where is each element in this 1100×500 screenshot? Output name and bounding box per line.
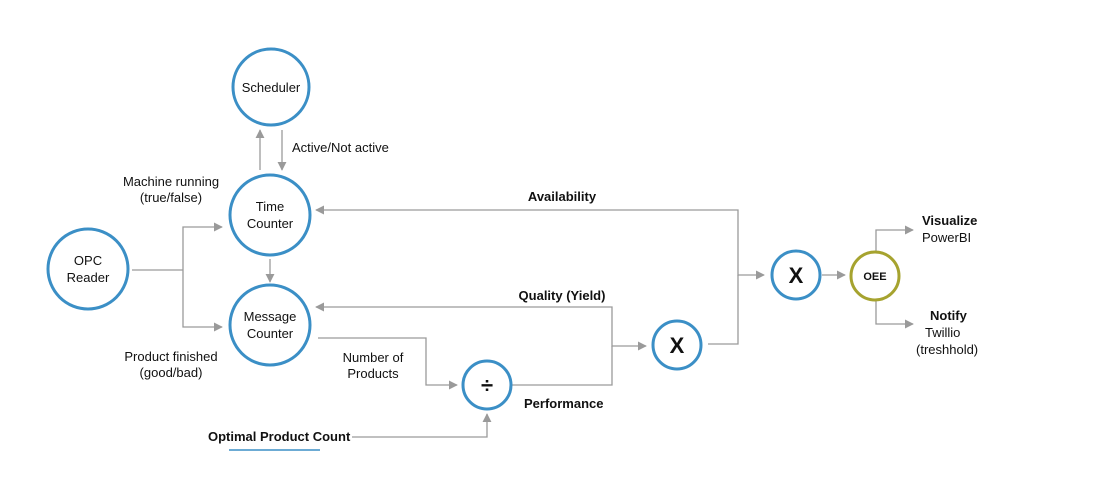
- edge-oee-to-visualize: [875, 225, 914, 252]
- node-oee[interactable]: OEE: [849, 250, 901, 302]
- node-opc-reader[interactable]: OPC Reader: [46, 227, 130, 311]
- edge-quality: [315, 302, 647, 351]
- node-multiply-availability[interactable]: X: [770, 249, 822, 301]
- edge-optimal-count: [352, 413, 492, 438]
- time-counter-label-line2: Counter: [247, 216, 294, 231]
- number-of-products-label-line1: Number of: [343, 350, 404, 365]
- message-counter-label-line1: Message: [244, 309, 297, 324]
- multiply-icon: X: [789, 263, 804, 288]
- edge-x2-to-x1: [708, 275, 739, 345]
- threshold-label: (treshhold): [916, 342, 978, 357]
- divide-icon: ÷: [481, 373, 493, 398]
- product-finished-label-line1: Product finished: [124, 349, 217, 364]
- visualize-label: Visualize: [922, 213, 977, 228]
- labels: Machine running (true/false) Product fin…: [123, 140, 978, 451]
- time-counter-label-line1: Time: [256, 199, 284, 214]
- active-not-active-label: Active/Not active: [292, 140, 389, 155]
- edge-number-of-products: [318, 337, 458, 390]
- number-of-products-label-line2: Products: [347, 366, 399, 381]
- powerbi-label: PowerBI: [922, 230, 971, 245]
- edge-performance: [512, 346, 613, 386]
- multiply-icon: X: [670, 333, 685, 358]
- node-scheduler[interactable]: Scheduler: [231, 47, 311, 127]
- twillio-label: Twillio: [925, 325, 960, 340]
- edge-branch-to-time-counter: [182, 222, 223, 270]
- notify-label: Notify: [930, 308, 968, 323]
- machine-running-label-line2: (true/false): [140, 190, 202, 205]
- edge-availability: [315, 205, 765, 280]
- optimal-product-count-label: Optimal Product Count: [208, 429, 351, 444]
- node-time-counter[interactable]: Time Counter: [228, 173, 312, 257]
- node-divide[interactable]: ÷: [461, 359, 513, 411]
- node-message-counter[interactable]: Message Counter: [228, 283, 312, 367]
- scheduler-label: Scheduler: [242, 80, 301, 95]
- quality-label: Quality (Yield): [519, 288, 606, 303]
- opc-reader-label-line2: Reader: [67, 270, 110, 285]
- availability-label: Availability: [528, 189, 597, 204]
- edge-branch-to-message-counter: [182, 270, 223, 332]
- machine-running-label-line1: Machine running: [123, 174, 219, 189]
- oee-label: OEE: [863, 271, 886, 283]
- message-counter-label-line2: Counter: [247, 326, 294, 341]
- node-multiply-quality-performance[interactable]: X: [651, 319, 703, 371]
- performance-label: Performance: [524, 396, 603, 411]
- opc-reader-label-line1: OPC: [74, 253, 102, 268]
- edge-oee-to-notify: [875, 299, 914, 329]
- edges: [132, 129, 914, 438]
- product-finished-label-line2: (good/bad): [140, 365, 203, 380]
